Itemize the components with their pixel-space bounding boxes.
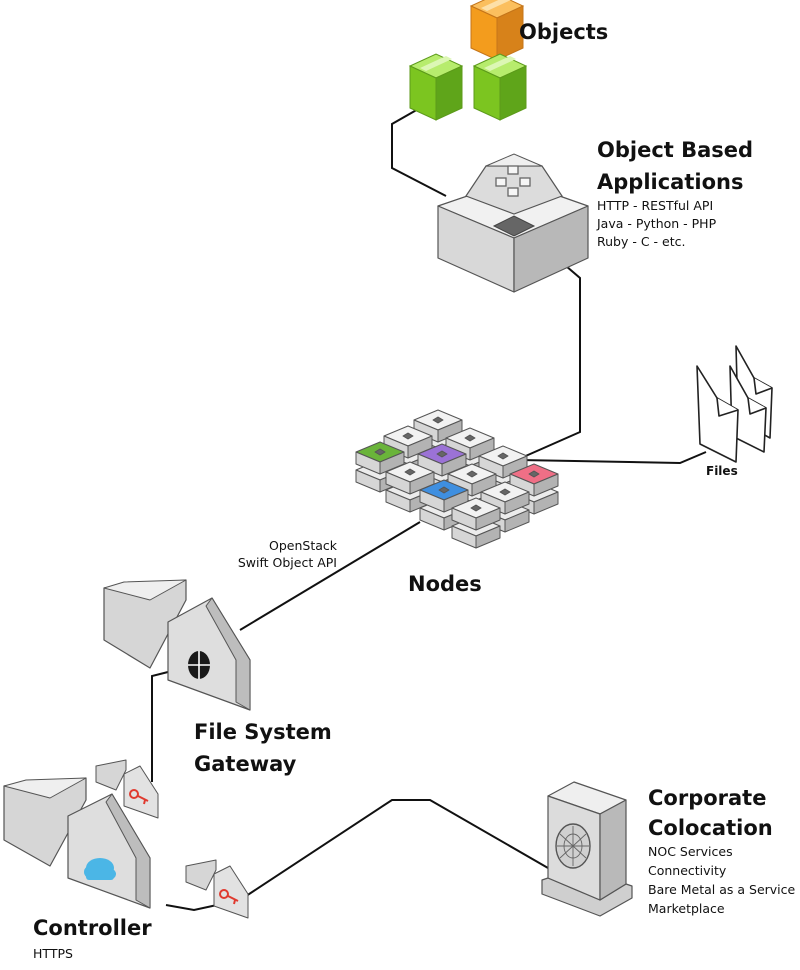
files-label: Files [706, 464, 738, 478]
object-cube-green-right [472, 53, 528, 121]
node-block-pink [509, 463, 559, 497]
object-cube-orange [469, 0, 525, 61]
objects-label: Objects [519, 20, 608, 44]
object-apps-detail-3: Ruby - C - etc. [597, 234, 685, 249]
node-block [478, 445, 528, 479]
link-gateway-controller-key [151, 671, 169, 782]
file-icon-front [696, 365, 739, 463]
file-system-gateway: File System Gateway [103, 579, 332, 776]
colocation-title-2: Colocation [648, 816, 773, 840]
gateway-label-1: File System [194, 720, 332, 744]
node-block-purple [417, 443, 467, 477]
object-apps-detail-2: Java - Python - PHP [596, 216, 717, 231]
node-block [383, 425, 433, 459]
key-icon [129, 789, 149, 805]
objects-group: Objects [408, 0, 608, 121]
cloud-icon [84, 858, 116, 880]
key-device-upper [95, 759, 159, 819]
colocation-detail-4: Marketplace [648, 901, 725, 916]
node-block [413, 409, 463, 443]
globe-icon [188, 651, 210, 679]
object-apps-detail-1: HTTP - RESTful API [597, 198, 713, 213]
object-cube-green-left [408, 53, 464, 121]
colocation-detail-2: Connectivity [648, 863, 727, 878]
files-group: Files [696, 345, 773, 478]
link-nodes-files [519, 451, 707, 465]
grille-icon [555, 823, 591, 869]
colocation-title-1: Corporate [648, 786, 766, 810]
object-apps-title-2: Applications [597, 170, 743, 194]
openstack-line-1: OpenStack [269, 538, 338, 553]
node-block-blue [419, 479, 469, 513]
object-apps-title-1: Object Based [597, 138, 753, 162]
object-apps-box: Object Based Applications HTTP - RESTful… [437, 138, 753, 293]
controller-label: Controller [33, 916, 152, 940]
gateway-label-2: Gateway [194, 752, 297, 776]
colocation-detail-3: Bare Metal as a Service [648, 882, 796, 897]
link-nodes-gateway [239, 521, 421, 631]
node-block-green [355, 441, 405, 475]
key-icon [219, 889, 239, 905]
openstack-line-2: Swift Object API [238, 555, 337, 570]
link-controller-colocation [165, 799, 549, 912]
controller: Controller HTTPS [3, 777, 152, 961]
node-block [451, 497, 501, 531]
corporate-colocation-server: Corporate Colocation NOC Services Connec… [541, 781, 796, 917]
colocation-detail-1: NOC Services [648, 844, 733, 859]
controller-sub: HTTPS [33, 946, 73, 961]
link-objects-apps [391, 107, 447, 197]
nodes-cluster [355, 409, 559, 549]
key-device-lower [185, 859, 249, 919]
link-apps-nodes [511, 265, 581, 463]
connection-lines [151, 107, 707, 912]
node-block [385, 461, 435, 495]
network-hierarchy-icon [495, 165, 531, 197]
nodes-label: Nodes [408, 572, 482, 596]
